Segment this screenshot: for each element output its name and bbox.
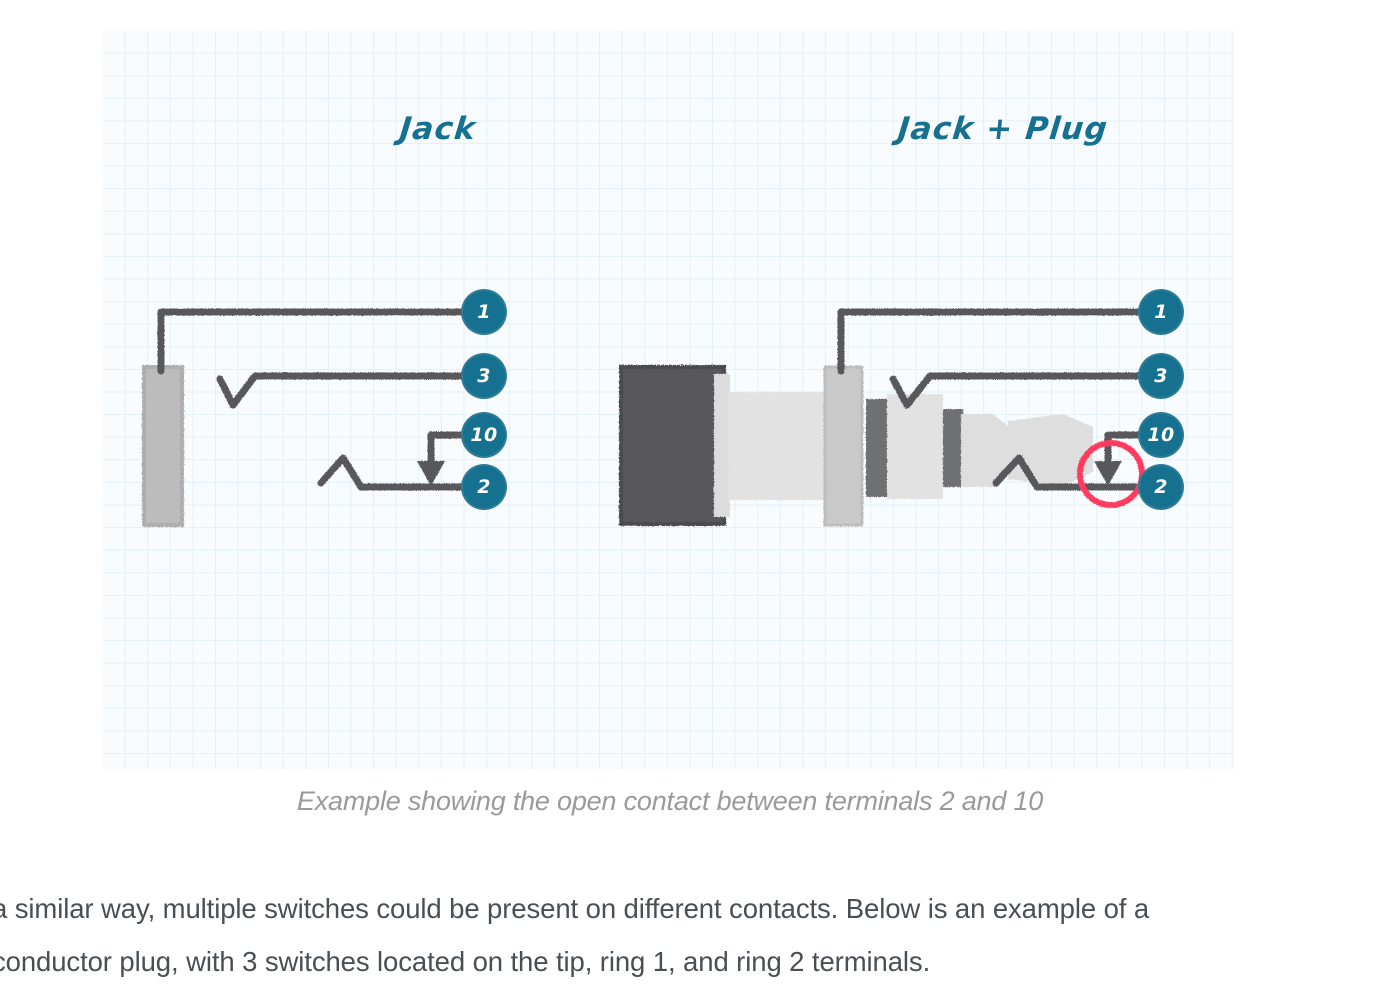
plug-cable-boot [619, 365, 726, 526]
terminal-bubble-left-10[interactable]: 10 [463, 414, 505, 456]
terminal-bubble-left-1[interactable]: 1 [463, 291, 505, 333]
left-panel-jack [142, 308, 488, 527]
plug-sleeve-section [887, 394, 943, 499]
panel-title-jack-plug: Jack + Plug [896, 111, 1110, 147]
body-paragraph-line-1: a similar way, multiple switches could b… [0, 893, 1150, 924]
terminal-bubble-right-3[interactable]: 3 [1140, 355, 1182, 397]
plug-ring-band-1 [866, 399, 888, 497]
jack-body [142, 365, 184, 527]
figure-diagram: Jack Jack + Plug 1 3 10 2 1 3 10 2 [103, 31, 1234, 769]
diagram-svg [142, 31, 1165, 769]
jack-mounting-flange [823, 365, 864, 527]
body-paragraph-line-2: conductor plug, with 3 switches located … [0, 946, 931, 977]
highlight-circle-icon [1077, 440, 1145, 508]
wire-to-terminal-1-right [837, 308, 1165, 375]
wire-to-terminal-1 [157, 308, 488, 375]
terminal-bubble-right-1[interactable]: 1 [1140, 291, 1182, 333]
terminal-bubble-left-2[interactable]: 2 [463, 466, 505, 508]
wire-to-terminal-3-right [889, 372, 1165, 409]
terminal-bubble-right-10[interactable]: 10 [1140, 414, 1182, 456]
panel-title-jack: Jack [397, 111, 479, 147]
plug-ring-band-2 [943, 409, 963, 487]
right-panel-jack-plug [619, 308, 1165, 527]
body-paragraph: a similar way, multiple switches could b… [0, 882, 1364, 988]
terminal-bubble-right-2[interactable]: 2 [1140, 466, 1182, 508]
wire-to-terminal-2 [317, 454, 488, 491]
contact-arrow-left [417, 461, 445, 486]
terminal-bubble-left-3[interactable]: 3 [463, 355, 505, 397]
contact-arrow-right [1094, 461, 1122, 486]
plug-barrel [714, 374, 828, 517]
wire-to-terminal-3 [216, 372, 488, 409]
wire-to-terminal-2-right [992, 454, 1165, 491]
figure-caption: Example showing the open contact between… [296, 786, 1044, 816]
